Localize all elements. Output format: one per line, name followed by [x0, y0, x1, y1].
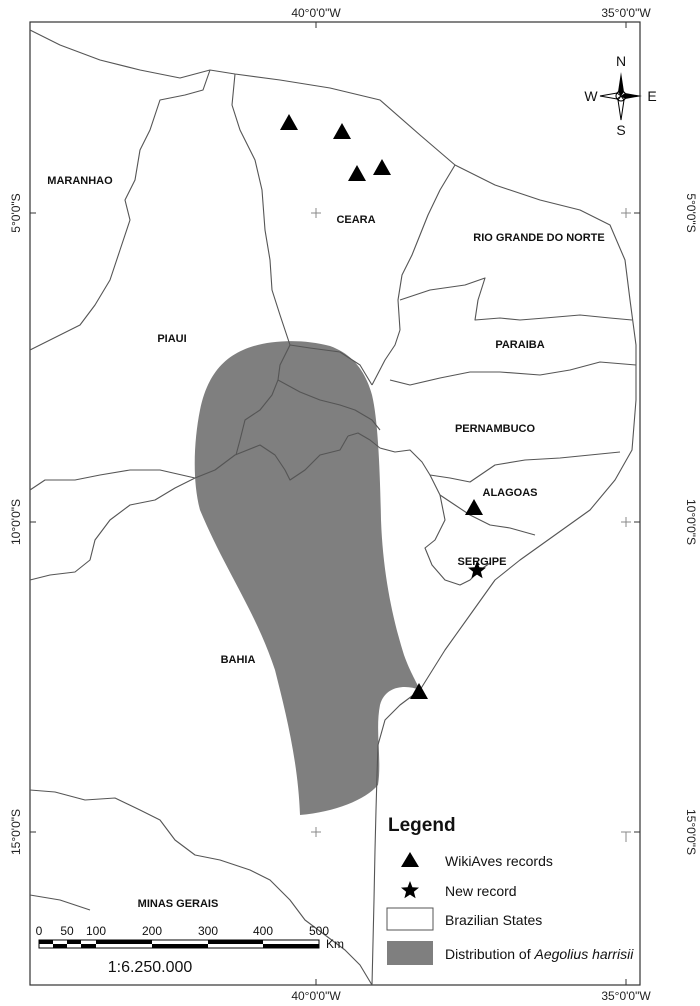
- coord-right-10s: 10°0'0"S: [684, 499, 698, 545]
- legend-wikiaves-label: WikiAves records: [445, 853, 553, 869]
- state-label-rio-grande-do-norte: RIO GRANDE DO NORTE: [473, 232, 604, 244]
- scale-unit-label: Km: [326, 937, 344, 951]
- scale-ratio: 1:6.250.000: [108, 959, 193, 976]
- legend-new-record-label: New record: [445, 883, 517, 899]
- state-label-sergipe: SERGIPE: [458, 556, 507, 568]
- wikiaves-marker: [333, 123, 351, 139]
- coord-left-10s: 10°0'0"S: [9, 499, 23, 545]
- state-label-minas-gerais: MINAS GERAIS: [138, 898, 219, 910]
- state-label-paraiba: PARAIBA: [495, 339, 544, 351]
- compass-rose: N S W E: [584, 53, 656, 138]
- border-maranhao-piaui: [29, 69, 211, 351]
- state-label-bahia: BAHIA: [221, 654, 256, 666]
- compass-north-label: N: [616, 53, 626, 69]
- graticule-ticks: [30, 22, 640, 985]
- scale-tick-label: 50: [60, 924, 74, 938]
- scale-tick-label: 400: [253, 924, 273, 938]
- scale-tick-label: 200: [142, 924, 162, 938]
- border-ceara-rn: [397, 164, 456, 331]
- legend-new-record-symbol: [401, 881, 419, 899]
- scale-tick-label: 0: [36, 924, 43, 938]
- wikiaves-marker: [410, 683, 428, 699]
- coord-left-15s: 15°0'0"S: [9, 809, 23, 855]
- compass-south-label: S: [616, 122, 625, 138]
- state-label-pernambuco: PERNAMBUCO: [455, 423, 536, 435]
- border-maranhao-bahia: [29, 477, 196, 581]
- border-piaui-pernambuco: [235, 344, 291, 456]
- wikiaves-marker: [280, 114, 298, 130]
- distribution-area: [194, 341, 420, 815]
- legend-states-label: Brazilian States: [445, 912, 542, 928]
- new-record-marker: [468, 561, 486, 579]
- wikiaves-marker: [373, 159, 391, 175]
- compass-east-label: E: [647, 88, 656, 104]
- border-piaui-bahia: [29, 435, 349, 491]
- coord-top-40w: 40°0'0"W: [291, 6, 341, 20]
- scale-tick-label: 100: [86, 924, 106, 938]
- state-label-alagoas: ALAGOAS: [483, 487, 538, 499]
- coord-bottom-35w: 35°0'0"W: [601, 989, 651, 1003]
- state-label-ceara: CEARA: [336, 214, 375, 226]
- legend-distribution-label: Distribution of Aegolius harrisii: [445, 946, 634, 962]
- wikiaves-marker: [348, 165, 366, 181]
- legend-distribution-symbol: [387, 941, 433, 965]
- border-rn-paraiba: [399, 277, 633, 321]
- state-label-maranhao: MARANHAO: [47, 175, 113, 187]
- state-label-piaui: PIAUI: [157, 333, 186, 345]
- coord-right-15s: 15°0'0"S: [684, 809, 698, 855]
- legend-wikiaves-symbol: [401, 852, 419, 867]
- coord-left-5s: 5°0'0"S: [9, 193, 23, 232]
- legend: Legend WikiAves records New record Brazi…: [386, 815, 634, 965]
- coord-bottom-40w: 40°0'0"W: [291, 989, 341, 1003]
- coord-top-35w: 35°0'0"W: [601, 6, 651, 20]
- border-piaui-ceara: [231, 73, 373, 386]
- scale-tick-label: 300: [198, 924, 218, 938]
- border-piaui-internal: [277, 379, 381, 431]
- compass-west-label: W: [584, 88, 598, 104]
- border-minas-internal: [29, 894, 91, 911]
- legend-states-symbol: [386, 907, 434, 931]
- border-ceara-south: [371, 329, 401, 386]
- border-bahia-minas: [29, 789, 373, 986]
- scale-bar: 0 50 100 200 300 400 500 Km 1:6.250.000: [36, 924, 344, 976]
- coord-right-5s: 5°0'0"S: [684, 193, 698, 232]
- scale-tick-label: 500: [309, 924, 329, 938]
- wikiaves-marker: [465, 499, 483, 515]
- legend-distribution-species: Aegolius harrisii: [533, 946, 634, 962]
- north-arrow-icon: [618, 72, 624, 96]
- legend-title: Legend: [388, 815, 456, 836]
- border-paraiba-pernambuco: [389, 361, 637, 386]
- legend-distribution-prefix: Distribution of: [445, 946, 534, 962]
- wikiaves-markers: [280, 114, 483, 699]
- state-boundaries: [29, 29, 637, 986]
